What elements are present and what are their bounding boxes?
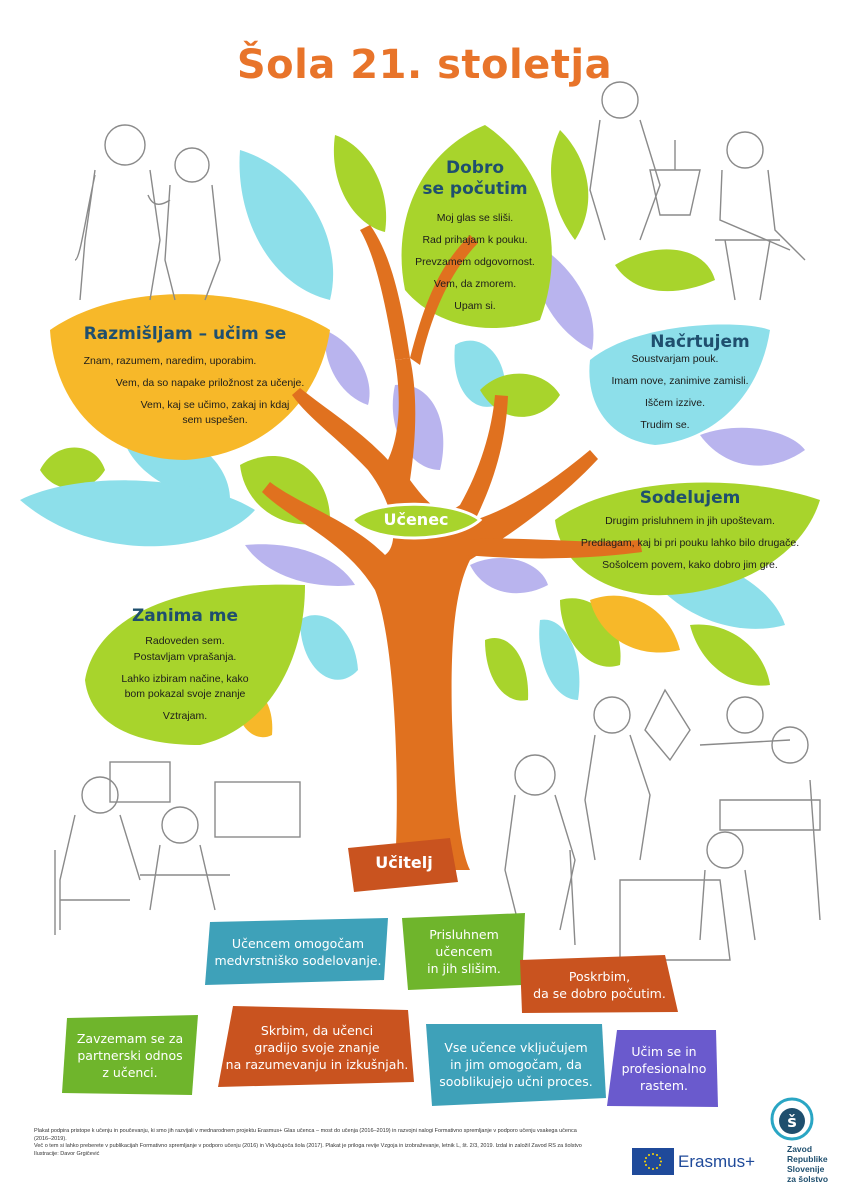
- leaf-zanima-me: [85, 584, 305, 745]
- leaf-line: Lahko izbiram načine, kako: [121, 673, 249, 685]
- zrss-line: za šolstvo: [787, 1174, 829, 1184]
- box-line: Učim se in: [631, 1043, 697, 1059]
- leaf-line: sem uspešen.: [182, 414, 248, 426]
- eu-flag-icon: [632, 1148, 674, 1175]
- footer-credits: Plakat podpira pristope k učenju in pouč…: [34, 1128, 594, 1158]
- zrss-logo-icon: š: [770, 1097, 814, 1141]
- leaf-line: Vem, da zmorem.: [433, 278, 517, 290]
- box-line: Učencem omogočam: [231, 936, 365, 951]
- leaf-line: Prevzamem odgovornost.: [415, 256, 535, 268]
- box-line: Prisluhnem: [429, 926, 499, 942]
- box-line: Vse učence vključujem: [444, 1039, 588, 1055]
- box-line: na razumevanju in izkušnjah.: [225, 1056, 409, 1072]
- ucitelj-label-shape: [348, 838, 458, 892]
- leaf-text-sodelujem: Sodelujem Drugim prisluhnem in jih upošt…: [570, 488, 810, 581]
- leaf-line: Upam si.: [454, 300, 496, 312]
- leaf-line: Iščem izzive.: [644, 397, 706, 409]
- page-title: Šola 21. stoletja: [236, 42, 613, 88]
- leaf-razmisljam: [50, 294, 330, 460]
- box-line: Poskrbim,: [568, 969, 631, 984]
- zrss-line: Republike: [787, 1154, 828, 1164]
- box-line: partnerski odnos: [77, 1047, 183, 1063]
- leaf-line: Moj glas se sliši.: [436, 212, 514, 224]
- footer-line: Več o tem si lahko preberete v publikaci…: [34, 1143, 582, 1149]
- box-line: in jih slišim.: [427, 960, 501, 976]
- leaf-line: Vem, kaj se učimo, zakaj in kdaj: [140, 399, 290, 411]
- ucenec-label-shape: [349, 502, 483, 540]
- leaf-text-razmisljam: Razmišljam – učim se Znam, razumem, nare…: [60, 324, 310, 436]
- leaf-line: bom pokazal svoje znanje: [124, 688, 246, 700]
- leaf-heading: Razmišljam – učim se: [83, 324, 287, 344]
- leaf-line: Sošolcem povem, kako dobro jim gre.: [602, 559, 778, 571]
- leaf-nacrtujem: [589, 324, 770, 445]
- leaf-line: Soustvarjam pouk.: [631, 353, 719, 365]
- teacher-box-3: Poskrbim, da se dobro počutim.: [522, 957, 677, 1013]
- leaf-line: Radoveden sem.: [145, 635, 225, 647]
- box-line: in jim omogočam, da: [450, 1056, 582, 1072]
- leaf-heading: Zanima me: [131, 606, 239, 626]
- box-line: Zavzemam se za: [76, 1030, 184, 1046]
- teacher-box-shapes: [62, 913, 718, 1107]
- box-line: učencem: [435, 943, 493, 959]
- leaf-text-dobro: Dobro se počutim Moj glas se sliši. Rad …: [405, 158, 545, 322]
- leaf-sodelujem: [555, 482, 820, 596]
- footer-line: Ilustracije: Davor Grgičević: [34, 1150, 100, 1157]
- box-line: medvrstniško sodelovanje.: [214, 953, 382, 968]
- box-line: sooblikujejo učni proces.: [439, 1073, 593, 1089]
- box-line: gradijo svoje znanje: [254, 1039, 380, 1055]
- leaf-heading: se počutim: [422, 179, 528, 199]
- leaf-heading: Sodelujem: [639, 488, 741, 508]
- leaf-line: Vztrajam.: [162, 710, 208, 722]
- zrss-name: Zavod Republike Slovenije za šolstvo: [787, 1144, 828, 1184]
- leaf-line: Znam, razumem, naredim, uporabim.: [83, 355, 257, 367]
- box-line: profesionalno: [621, 1060, 707, 1076]
- leaf-line: Drugim prisluhnem in jih upoštevam.: [605, 515, 775, 527]
- box-line: z učenci.: [102, 1064, 158, 1080]
- leaf-line: Imam nove, zanimive zamisli.: [611, 375, 749, 387]
- leaf-line: Trudim se.: [640, 419, 690, 431]
- zrss-line: Slovenije: [787, 1164, 825, 1174]
- svg-text:š: š: [787, 1112, 797, 1131]
- leaf-text-nacrtujem: Načrtujem Soustvarjam pouk. Imam nove, z…: [600, 332, 750, 441]
- ucenec-label: Učenec: [383, 510, 449, 529]
- ucitelj-label: Učitelj: [375, 853, 433, 872]
- leaf-text-zanima: Zanima me Radoveden sem. Postavljam vpra…: [90, 606, 280, 732]
- box-line: Skrbim, da učenci: [260, 1022, 374, 1038]
- footer-line: Plakat podpira pristope k učenju in pouč…: [34, 1128, 577, 1142]
- box-line: rastem.: [639, 1077, 689, 1093]
- illustration-people: [54, 81, 821, 961]
- leaf-line: Vem, da so napake priložnost za učenje.: [115, 377, 305, 389]
- leaf-heading: Načrtujem: [650, 332, 750, 352]
- tree-trunk: [262, 225, 642, 870]
- leaf-heading: Dobro: [445, 158, 505, 178]
- leaf-line: Postavljam vprašanja.: [133, 651, 237, 663]
- box-line: da se dobro počutim.: [533, 986, 666, 1001]
- erasmus-logo-text: Erasmus+: [678, 1152, 755, 1171]
- leaf-line: Predlagam, kaj bi pri pouku lahko bilo d…: [580, 537, 800, 549]
- zrss-line: Zavod: [787, 1144, 813, 1154]
- leaf-line: Rad prihajam k pouku.: [422, 234, 528, 246]
- teacher-box-1: Učencem omogočam medvrstniško sodelovanje…: [208, 920, 388, 984]
